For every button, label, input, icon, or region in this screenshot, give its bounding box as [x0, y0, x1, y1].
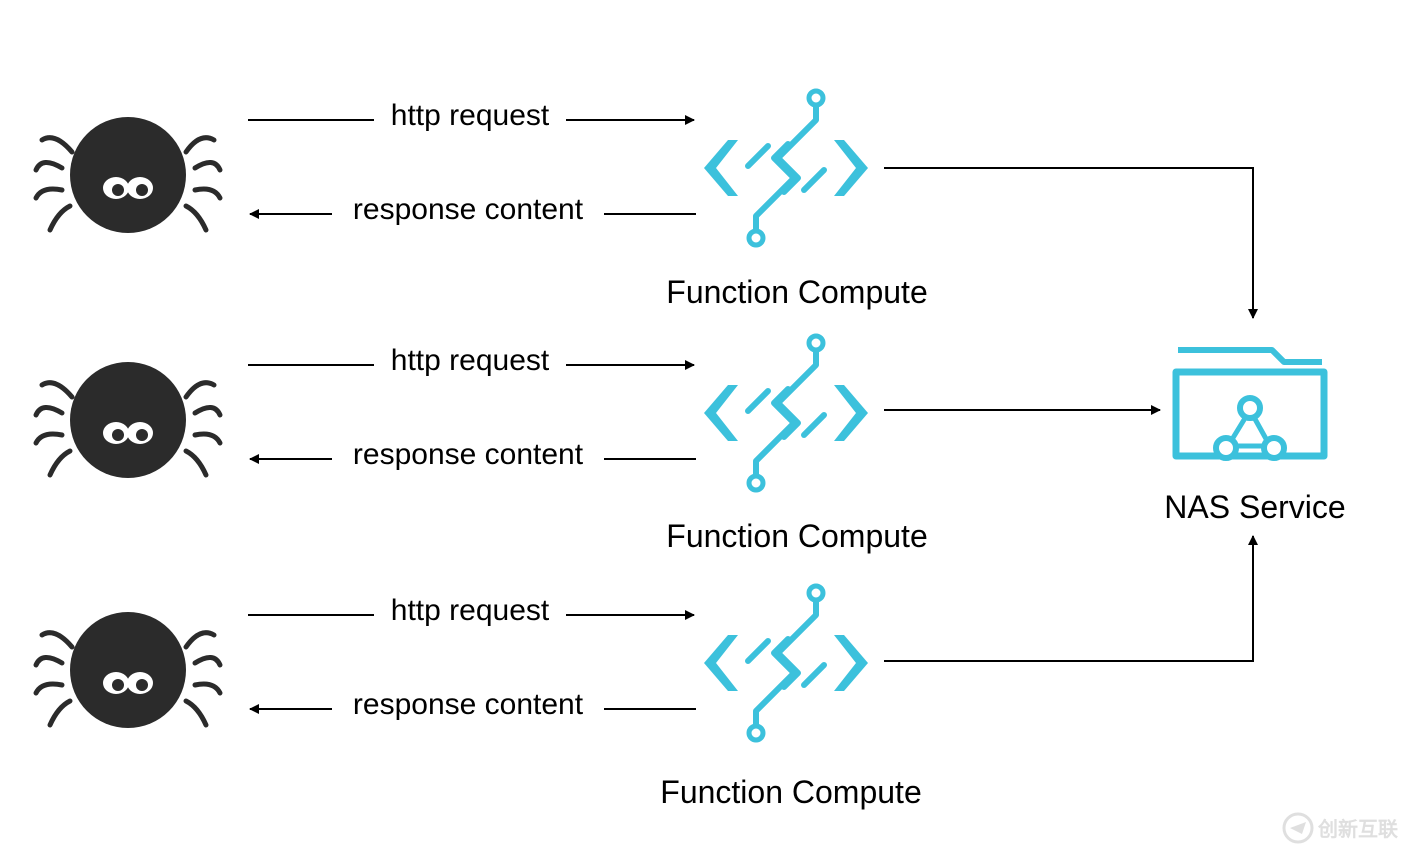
function-compute-icon: [704, 336, 868, 490]
nas-link-bottom: [884, 535, 1258, 662]
http-request-label: http request: [391, 99, 550, 132]
function-compute-icon: [704, 91, 868, 245]
nas-service-node: NAS Service: [1164, 350, 1346, 525]
function-compute-label: Function Compute: [666, 518, 927, 554]
watermark: 创新互联: [1282, 812, 1398, 844]
function-compute-label: Function Compute: [666, 274, 927, 310]
http-request-label: http request: [391, 344, 550, 377]
function-compute-icon: [704, 586, 868, 740]
http-request-label: http request: [391, 594, 550, 627]
response-content-label: response content: [353, 438, 584, 471]
function-compute-label: Function Compute: [660, 774, 921, 810]
nas-link-top: [884, 167, 1258, 319]
spider-icon: [36, 362, 220, 478]
spider-icon: [36, 117, 220, 233]
response-content-label: response content: [353, 193, 584, 226]
watermark-text: 创新互联: [1317, 817, 1398, 841]
nas-folder-icon: [1176, 350, 1324, 458]
response-content-label: response content: [353, 688, 584, 721]
nas-service-label: NAS Service: [1164, 489, 1345, 525]
spider-icon: [36, 612, 220, 728]
